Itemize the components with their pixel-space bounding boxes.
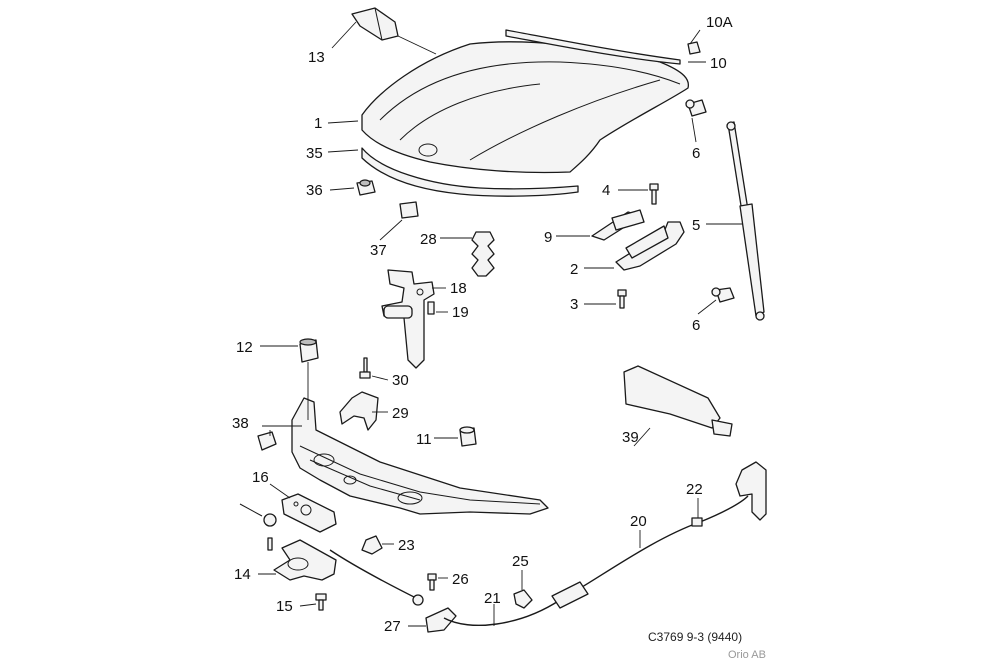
publisher-name: Orio AB	[728, 649, 766, 661]
part-35-seal	[361, 147, 579, 197]
part-11-buffer	[459, 426, 477, 447]
part-38-clip	[257, 431, 277, 451]
part-4-bolt	[649, 183, 659, 205]
part-29-plate	[339, 391, 379, 431]
part-23-clip	[361, 535, 383, 555]
part-30-bolt	[359, 357, 371, 379]
callout-26: 26	[452, 571, 469, 588]
part-37-pad	[399, 201, 419, 219]
part-14-latch	[239, 503, 337, 581]
callout-14: 14	[234, 566, 251, 583]
callout-2: 2	[570, 261, 578, 278]
front-panel-crossmember	[291, 397, 549, 515]
part-39-tube	[623, 365, 733, 437]
callout-3: 3	[570, 296, 578, 313]
callout-10: 10	[710, 55, 727, 72]
part-10a-clip	[687, 41, 701, 55]
part-36-nut	[356, 179, 376, 196]
part-9-hinge-plate	[591, 209, 645, 241]
part-12-buffer	[299, 338, 319, 363]
callout-37: 37	[370, 242, 387, 259]
callout-9: 9	[544, 229, 552, 246]
part-19-bolt	[427, 301, 435, 315]
part-6-ball-stud-upper	[685, 99, 707, 117]
callout-19: 19	[452, 304, 469, 321]
part-27-guide	[425, 607, 457, 633]
callout-11: 11	[416, 431, 432, 448]
part-1-hood	[361, 41, 690, 174]
release-cable	[329, 495, 749, 627]
callout-16: 16	[252, 469, 269, 486]
callout-35: 35	[306, 145, 323, 162]
callout-25: 25	[512, 553, 529, 570]
callout-12: 12	[236, 339, 253, 356]
part-16-lock-plate	[281, 493, 337, 533]
part-10-seal	[505, 29, 681, 65]
callout-5: 5	[692, 217, 700, 234]
callout-36: 36	[306, 182, 323, 199]
leader-lines	[258, 21, 742, 627]
callout-30: 30	[392, 372, 409, 389]
part-3-bolt	[617, 289, 627, 309]
part-5-gas-strut	[726, 121, 765, 321]
part-13-pad	[351, 7, 399, 41]
callout-10a: 10A	[706, 14, 733, 31]
callout-1: 1	[314, 115, 322, 132]
callout-28: 28	[420, 231, 437, 248]
callout-15: 15	[276, 598, 293, 615]
callout-22: 22	[686, 481, 703, 498]
part-22-handle	[735, 461, 767, 521]
callout-6-upper: 6	[692, 145, 700, 162]
callout-29: 29	[392, 405, 409, 422]
part-25-clip	[513, 589, 533, 609]
callout-38: 38	[232, 415, 249, 432]
part-2-hinge	[615, 221, 685, 271]
callout-39: 39	[622, 429, 639, 446]
callout-6-lower: 6	[692, 317, 700, 334]
callout-4: 4	[602, 182, 610, 199]
part-26-bolt	[427, 573, 437, 591]
diagram-code: C3769 9-3 (9440)	[648, 630, 742, 644]
part-28-bellows	[471, 231, 495, 277]
callout-27: 27	[384, 618, 401, 635]
callout-20: 20	[630, 513, 647, 530]
callout-13: 13	[308, 49, 325, 66]
part-18-bracket	[381, 269, 435, 369]
part-6-ball-stud-lower	[711, 287, 735, 303]
callout-23: 23	[398, 537, 415, 554]
part-15-bolt	[315, 593, 327, 611]
callout-21: 21	[484, 590, 501, 607]
callout-labels: 13 10A 10 1 35 36 37 28 18 19 4 9 2 3 5 …	[232, 14, 733, 635]
callout-18: 18	[450, 280, 467, 297]
